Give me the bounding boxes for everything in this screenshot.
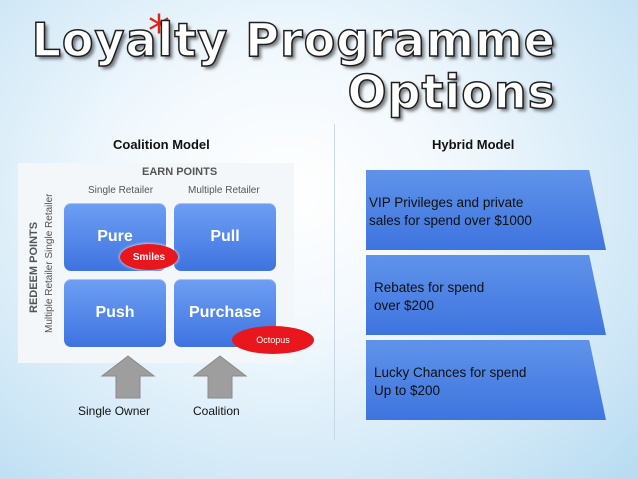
column-divider [334, 124, 335, 440]
tier-vip [366, 170, 606, 250]
octopus-badge: Octopus [232, 326, 314, 354]
smiles-badge: Smiles [120, 244, 178, 270]
slide-title: Loyalty Programme Options [31, 13, 556, 119]
single-owner-label: Single Owner [78, 404, 151, 418]
tier-line: sales for spend over $1000 [369, 213, 532, 228]
title-bullet-star: * [148, 6, 170, 57]
row-labels: Multiple Retailer Single Retailer [44, 193, 55, 333]
earn-points-label: EARN POINTS [142, 166, 218, 178]
title-line-2: Options [347, 65, 556, 119]
up-arrow-icon [192, 355, 248, 399]
tier-line: VIP Privileges and private [369, 195, 524, 210]
hybrid-model-title: Hybrid Model [432, 137, 515, 152]
tier-lucky-chances [366, 340, 606, 420]
coalition-label: Coalition [193, 404, 240, 418]
tier-rebates [366, 255, 606, 335]
coalition-model-title: Coalition Model [113, 137, 210, 152]
column-label-single-retailer: Single Retailer [88, 185, 154, 196]
up-arrow-icon [100, 355, 156, 399]
tier-rebates-text: Rebates for spend over $200 [374, 279, 564, 315]
tier-line: Lucky Chances for spend [374, 365, 527, 380]
quadrant-pull: Pull [174, 203, 276, 271]
title-line-1: Loyalty Programme [31, 13, 556, 67]
tier-line: Rebates for spend [374, 280, 485, 295]
tier-line: over $200 [374, 298, 435, 313]
tier-vip-text: VIP Privileges and private sales for spe… [369, 194, 589, 230]
tier-lucky-chances-text: Lucky Chances for spend Up to $200 [374, 364, 574, 400]
quadrant-push: Push [64, 279, 166, 347]
column-label-multiple-retailer: Multiple Retailer [188, 185, 260, 196]
redeem-points-label: REDEEM POINTS [28, 221, 40, 313]
tier-line: Up to $200 [374, 383, 441, 398]
